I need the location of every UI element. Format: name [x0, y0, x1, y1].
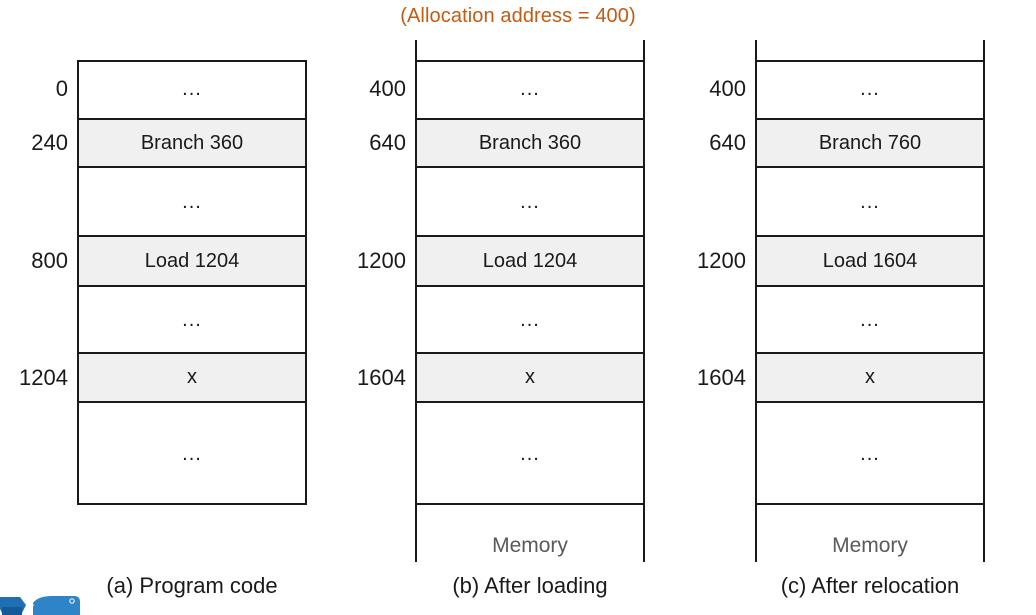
address-label: 0 [55, 76, 68, 101]
table-row: x [79, 352, 305, 403]
memory-cell-value: Load 1204 [482, 249, 578, 272]
table-row: ... [417, 403, 643, 505]
panel-caption-program-code: (a) Program code [106, 573, 278, 598]
memory-boundary-line-bottom-right [643, 505, 645, 562]
memory-cell-value: Load 1604 [822, 249, 918, 272]
ellipsis-cell: ... [182, 190, 202, 213]
address-label: 240 [31, 130, 68, 155]
table-row: Branch 360 [79, 118, 305, 168]
panel-caption-after-loading: (b) After loading [452, 573, 608, 598]
address-label: 1200 [357, 248, 406, 273]
table-row: Load 1204 [79, 235, 305, 287]
memory-boundary-line-bottom-left [415, 505, 417, 562]
table-row: Load 1604 [757, 235, 983, 287]
ellipsis-cell: ... [520, 443, 540, 465]
table-row: ... [757, 168, 983, 235]
memory-boundary-line-top-left [755, 40, 757, 60]
ellipsis-cell: ... [182, 443, 202, 465]
ellipsis-cell: ... [860, 190, 880, 213]
page-title: (Allocation address = 400) [400, 5, 636, 27]
table-row: ... [417, 60, 643, 118]
memory-cell-value: Branch 760 [818, 131, 922, 154]
ellipsis-cell: ... [860, 78, 880, 100]
table-row: Branch 760 [757, 118, 983, 168]
table-row: ... [757, 60, 983, 118]
ellipsis-cell: ... [520, 78, 540, 100]
address-label: 400 [369, 76, 406, 101]
memory-cell-value: x [187, 366, 197, 388]
table-row: ... [757, 403, 983, 505]
memory-cell-value: x [865, 366, 875, 388]
table-row: ... [757, 287, 983, 352]
table-row: Load 1204 [417, 235, 643, 287]
ellipsis-cell: ... [860, 308, 880, 331]
address-label: 1204 [19, 364, 68, 390]
memory-region-label: Memory [492, 534, 568, 557]
address-label: 1604 [697, 364, 746, 390]
ellipsis-cell: ... [520, 190, 540, 213]
table-row: x [757, 352, 983, 403]
address-label: 1604 [357, 364, 406, 390]
memory-table-after-loading: ... Branch 360... Load 1204... x... [415, 60, 645, 505]
table-row: ... [417, 168, 643, 235]
address-label: 640 [369, 130, 406, 155]
ellipsis-cell: ... [182, 308, 202, 331]
table-row: ... [79, 60, 305, 118]
memory-region-label: Memory [832, 534, 908, 557]
ellipsis-cell: ... [182, 78, 202, 100]
ellipsis-cell: ... [520, 308, 540, 331]
table-row: ... [79, 168, 305, 235]
memory-cell-value: Load 1204 [144, 249, 240, 272]
memory-boundary-line-bottom-left [755, 505, 757, 562]
partial-logo-graphic [0, 596, 80, 615]
address-label: 640 [709, 130, 746, 155]
table-row: Branch 360 [417, 118, 643, 168]
memory-cell-value: Branch 360 [140, 131, 244, 154]
memory-boundary-line-top-left [415, 40, 417, 60]
address-label: 1200 [697, 248, 746, 273]
table-row: ... [79, 287, 305, 352]
memory-boundary-line-bottom-right [983, 505, 985, 562]
memory-boundary-line-top-right [643, 40, 645, 60]
table-row: x [417, 352, 643, 403]
address-label: 800 [31, 248, 68, 273]
ellipsis-cell: ... [860, 443, 880, 465]
memory-table-program-code: ... Branch 360... Load 1204... x... [77, 60, 307, 505]
memory-cell-value: Branch 360 [478, 131, 582, 154]
panel-caption-after-relocation: (c) After relocation [780, 573, 960, 598]
address-label: 400 [709, 76, 746, 101]
memory-table-after-relocation: ... Branch 760... Load 1604... x... [755, 60, 985, 505]
memory-boundary-line-top-right [983, 40, 985, 60]
memory-cell-value: x [525, 366, 535, 388]
table-row: ... [417, 287, 643, 352]
table-row: ... [79, 403, 305, 505]
